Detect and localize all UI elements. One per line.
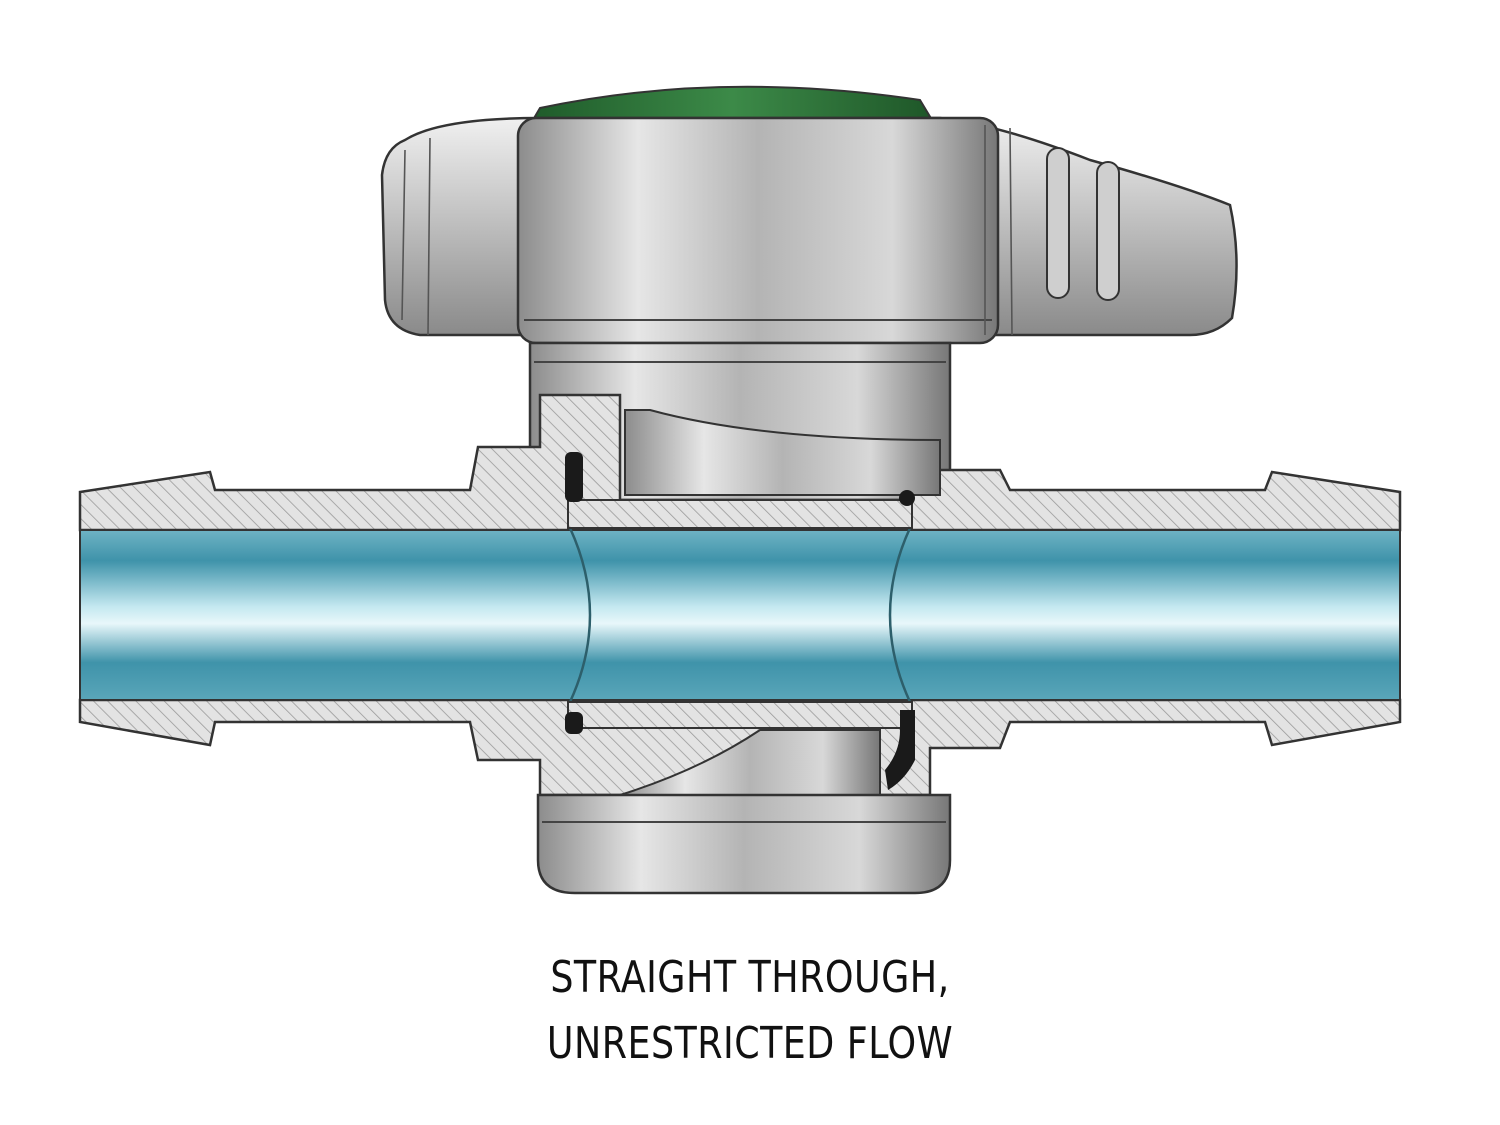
valve-handle	[380, 85, 1238, 345]
ball-bore-outline	[568, 527, 912, 703]
o-ring-upper-right	[899, 490, 915, 506]
o-ring-upper-left	[565, 452, 583, 502]
handle-drum	[516, 116, 1000, 345]
grip-rib-2	[1096, 161, 1120, 301]
valve-cross-section-diagram	[78, 85, 1402, 895]
diagram-caption: STRAIGHT THROUGH, UNRESTRICTED FLOW	[0, 945, 1500, 1077]
ball-lower	[567, 701, 913, 729]
water-flow-channel	[79, 529, 1401, 701]
caption-line-2: UNRESTRICTED FLOW	[546, 1018, 954, 1069]
caption-line-1: STRAIGHT THROUGH,	[550, 952, 950, 1003]
handle-cap-accent	[528, 85, 937, 126]
grip-rib-1	[1046, 147, 1070, 299]
o-ring-lower-right	[885, 710, 915, 790]
o-ring-lower-left	[565, 712, 583, 734]
ball-upper	[567, 499, 913, 529]
bottom-cap	[536, 793, 952, 895]
handle-facet-lines	[401, 125, 1013, 336]
stem-cavity-upper	[624, 409, 941, 496]
